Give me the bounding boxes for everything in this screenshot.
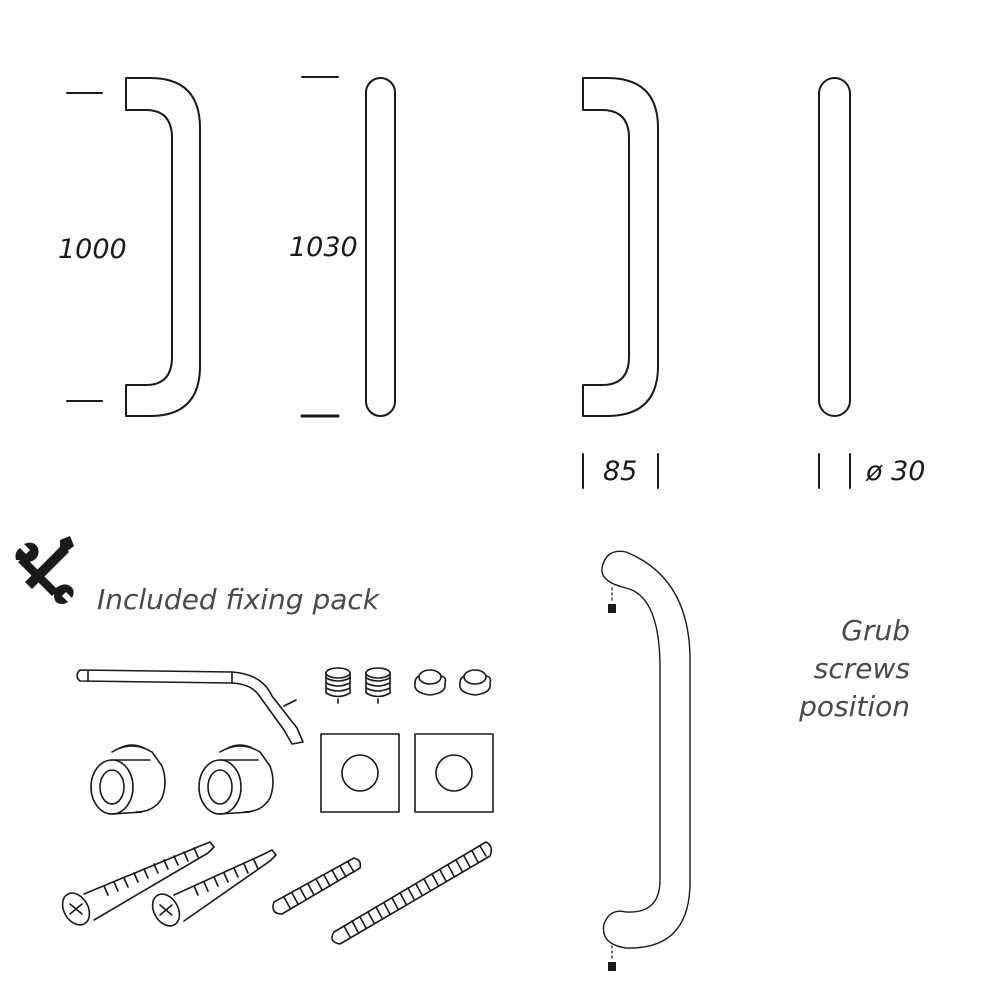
spacer-bush (90, 744, 166, 815)
grub-screw (325, 667, 351, 704)
end-cap (413, 669, 447, 696)
grub-screw-marker-top (608, 604, 616, 613)
centres-label: 1030 (289, 232, 358, 263)
handle-front-view-1 (365, 77, 396, 417)
square-rose (320, 733, 400, 813)
grub-screws-caption: Grub screws position (799, 614, 910, 723)
handle-front-view-2 (818, 77, 851, 417)
handle-grub-screw-view (601, 550, 691, 949)
diameter-label: ø 30 (866, 456, 926, 487)
threaded-rod (331, 841, 493, 945)
overall-length-label: 1000 (58, 234, 127, 265)
spacer-bush (198, 744, 274, 815)
allen-key (76, 669, 304, 745)
handle-side-view-2 (582, 77, 659, 417)
threaded-rod (272, 857, 362, 915)
tools-icon (15, 536, 74, 604)
grub-screw-marker-bottom (608, 962, 616, 971)
projection-label: 85 (603, 456, 638, 487)
square-rose (414, 733, 494, 813)
end-cap (458, 669, 492, 696)
wood-screw (151, 849, 277, 927)
grub-screw (365, 667, 391, 704)
wood-screw (61, 841, 215, 926)
handle-side-view-1 (125, 77, 201, 417)
fixing-pack-title: Included fixing pack (97, 583, 379, 616)
